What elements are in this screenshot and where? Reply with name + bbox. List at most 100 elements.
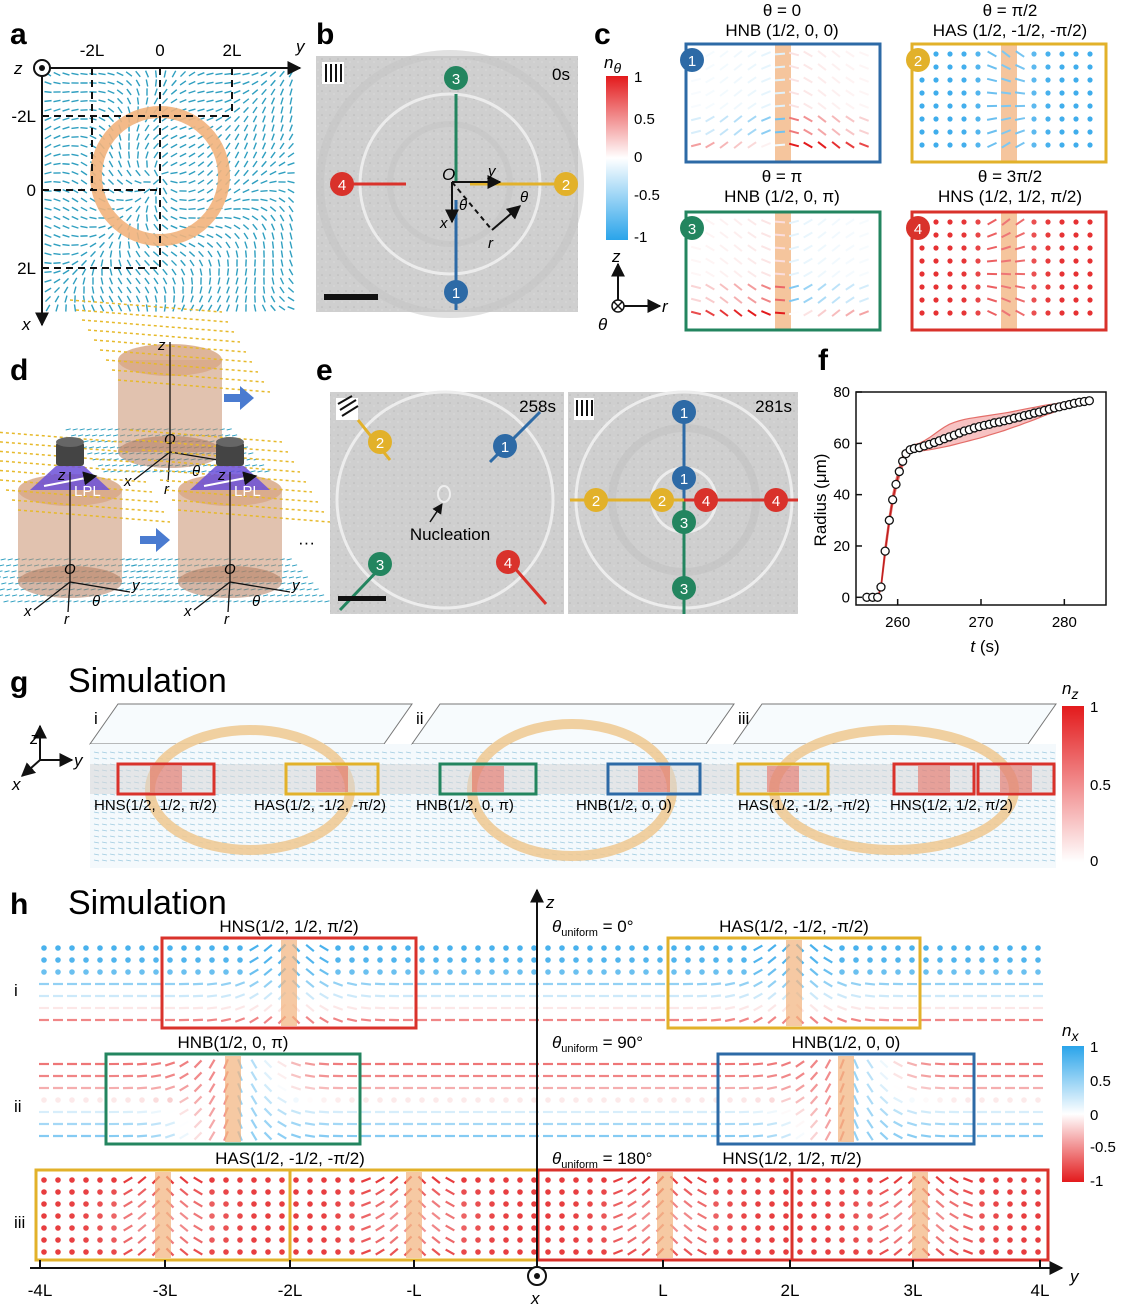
director-mark [278,171,286,175]
director-mark [179,225,187,229]
director-mark [164,594,171,597]
director-mark [270,79,276,87]
panel-f-xlabel: t (s) [970,637,999,656]
director-mark [269,180,277,184]
director-mark [389,751,396,754]
director-mark [53,206,61,212]
data-point [880,546,890,556]
director-mark [365,817,372,820]
panel-e-marker-text: 2 [658,493,666,510]
director-mark [143,600,149,603]
director-mark [374,1006,386,1010]
director-mark [184,600,190,603]
box-frame [684,42,882,164]
director-mark [389,793,396,796]
director-mark [145,223,149,231]
director-mark [32,594,39,597]
director-mark [279,286,285,294]
director-mark [206,81,214,85]
director-mark [261,757,268,760]
director-mark [221,853,228,856]
director-mark [319,968,329,976]
panel-c-name-1: HAS (1/2, -1/2, -π/2) [933,21,1087,40]
director-mark [77,434,84,437]
director-mark [257,470,263,473]
director-mark [152,251,160,257]
director-mark [747,296,757,304]
director-mark [244,277,248,285]
director-mark [439,751,446,754]
director-mark [93,811,100,814]
director-mark [381,847,388,850]
panel-b-marker-3: 3 [444,66,468,90]
director-mark [62,261,70,265]
director-mark [858,284,870,290]
director-mark [511,751,518,754]
director-mark [153,558,159,561]
director-mark [206,90,214,94]
director-mark [109,859,116,862]
data-point [891,479,901,490]
director-mark [1059,258,1065,264]
director-mark [234,115,240,123]
director-mark [933,310,939,316]
director-mark [125,588,131,591]
slab-top [733,703,1057,745]
director-mark [1073,129,1079,135]
director-mark [1021,969,1027,975]
director-mark [153,169,159,177]
director-mark [62,117,70,121]
director-mark [285,823,292,826]
director-mark [439,799,446,802]
director-mark [118,241,122,249]
director-mark [961,245,967,251]
director-mark [291,564,298,567]
director-mark [93,841,100,844]
panel-a-left-tick: 2L [17,259,36,278]
director-mark [206,169,214,177]
director-mark [166,588,172,591]
director-mark [332,1005,344,1011]
director-mark [261,841,268,844]
director-mark [349,859,356,862]
director-mark [173,799,180,802]
director-mark [531,969,537,975]
director-mark [1045,116,1051,122]
y-axis [69,581,131,593]
director-mark [62,82,70,84]
director-mark [163,600,169,603]
director-mark [761,219,771,225]
director-mark [923,969,929,975]
director-mark [287,188,295,194]
director-mark [136,151,140,159]
director-mark [433,945,439,951]
director-mark [431,751,438,754]
director-mark [601,957,607,963]
director-mark [237,835,244,838]
director-mark [559,957,565,963]
director-mark [191,600,197,603]
director-mark [531,957,537,963]
director-mark [71,153,79,157]
director-mark [461,969,467,975]
director-mark [423,751,430,754]
director-mark [301,853,308,856]
director-mark [109,841,116,844]
director-mark [261,600,267,603]
director-mark [154,205,158,213]
director-mark [64,295,68,303]
director-mark [263,955,273,965]
director-mark [767,979,777,989]
director-mark [80,600,86,603]
director-mark [747,50,757,58]
director-mark [269,757,276,760]
director-mark [251,169,259,177]
light-field [0,441,129,453]
cell-axis-label: z [217,467,226,484]
director-mark [98,116,106,122]
director-mark [135,205,141,213]
director-mark [719,50,729,58]
director-mark [831,270,841,278]
director-mark [280,115,284,123]
director-mark [271,133,275,141]
